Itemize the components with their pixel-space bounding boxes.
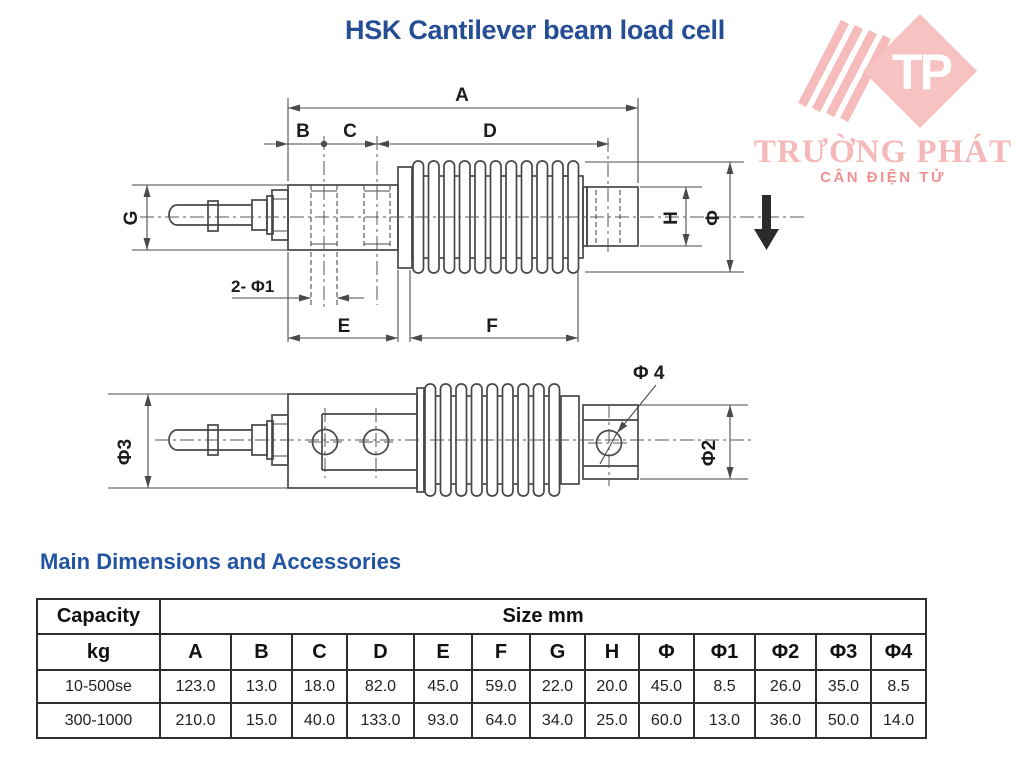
label-phi2: Φ2 [699, 440, 720, 466]
value-cell-Φ4: 8.5 [869, 669, 928, 704]
technical-drawing: A B C D E F G H Φ 2- Φ1 [108, 85, 806, 497]
cell-body [287, 393, 418, 489]
load-direction-arrow-icon [754, 195, 779, 250]
label-d: D [483, 121, 497, 142]
logo-stripes [798, 19, 891, 123]
label-b: B [296, 121, 310, 142]
col-header-E: E [413, 633, 473, 671]
value-cell-Φ2: 36.0 [754, 702, 817, 739]
capacity-cell: 300-1000 [36, 702, 161, 739]
value-cell-B: 15.0 [230, 702, 293, 739]
value-cell-A: 210.0 [159, 702, 232, 739]
page-title: HSK Cantilever beam load cell [345, 15, 725, 45]
col-header-G: G [529, 633, 586, 671]
label-phi4: Φ 4 [633, 363, 665, 384]
value-cell-E: 93.0 [413, 702, 473, 739]
cable-ring [207, 200, 219, 232]
value-cell-H: 20.0 [584, 669, 640, 704]
col-header-B: B [230, 633, 293, 671]
col-header-Φ: Φ [638, 633, 695, 671]
value-cell-Φ1: 13.0 [693, 702, 756, 739]
col-header-Φ4: Φ4 [869, 633, 928, 671]
label-2-phi1: 2- Φ1 [231, 277, 274, 296]
label-c: C [343, 121, 357, 142]
brand-logo: TP TRƯỜNG PHÁT CÂN ĐIỆN TỬ [752, 6, 1014, 186]
dim-b-c-d [264, 140, 609, 148]
col-header-H: H [584, 633, 640, 671]
value-cell-Φ: 60.0 [638, 702, 695, 739]
col-header-F: F [471, 633, 531, 671]
value-cell-F: 64.0 [471, 702, 531, 739]
value-cell-G: 22.0 [529, 669, 586, 704]
size-header: Size mm [158, 598, 928, 635]
value-cell-Φ3: 35.0 [815, 669, 872, 704]
col-header-Φ3: Φ3 [815, 633, 872, 671]
value-cell-G: 34.0 [529, 702, 586, 739]
capacity-cell: 10-500se [36, 669, 161, 704]
value-cell-C: 40.0 [291, 702, 348, 739]
value-cell-D: 82.0 [346, 669, 415, 704]
leader-phi4 [599, 384, 657, 465]
value-cell-Φ2: 26.0 [754, 669, 817, 704]
value-cell-B: 13.0 [230, 669, 293, 704]
gland-hex-nut [271, 189, 289, 241]
value-cell-A: 123.0 [159, 669, 232, 704]
gland-step2 [266, 195, 274, 235]
value-cell-Φ4: 14.0 [869, 702, 928, 739]
value-cell-E: 45.0 [413, 669, 473, 704]
label-e: E [338, 316, 351, 337]
logo-name: TRƯỜNG PHÁT [753, 134, 1013, 170]
gland-step [251, 199, 268, 231]
top-view: A B C D E F G H Φ 2- Φ1 [121, 85, 806, 342]
cable [168, 204, 252, 226]
extension-lines [132, 98, 744, 342]
col-header-C: C [291, 633, 348, 671]
label-phi: Φ [703, 210, 724, 226]
end-stub [586, 186, 639, 247]
label-phi3: Φ3 [115, 439, 136, 465]
col-header-Φ1: Φ1 [693, 633, 756, 671]
label-f: F [486, 316, 498, 337]
label-h: H [661, 211, 682, 225]
value-cell-D: 133.0 [346, 702, 415, 739]
logo-monogram: TP [892, 44, 952, 100]
end-block [582, 404, 639, 480]
value-cell-Φ: 45.0 [638, 669, 695, 704]
section-heading: Main Dimensions and Accessories [40, 549, 402, 574]
logo-mark-icon: TP [798, 14, 977, 128]
label-g: G [121, 211, 142, 226]
logo-diamond [863, 14, 977, 128]
logo-subtitle: CÂN ĐIỆN TỬ [820, 169, 946, 186]
col-header-D: D [346, 633, 415, 671]
capacity-header: Capacity [36, 598, 161, 635]
value-cell-Φ3: 50.0 [815, 702, 872, 739]
value-cell-F: 59.0 [471, 669, 531, 704]
centerlines [140, 136, 806, 308]
col-header-A: A [159, 633, 232, 671]
value-cell-H: 25.0 [584, 702, 640, 739]
value-cell-Φ1: 8.5 [693, 669, 756, 704]
col-header-Φ2: Φ2 [754, 633, 817, 671]
centerlines-bottom [155, 404, 752, 486]
end-block-steps [583, 419, 638, 467]
bottom-view: Φ3 Φ2 Φ 4 [108, 363, 752, 497]
label-a: A [455, 85, 469, 106]
unit-header: kg [36, 633, 161, 671]
value-cell-C: 18.0 [291, 669, 348, 704]
